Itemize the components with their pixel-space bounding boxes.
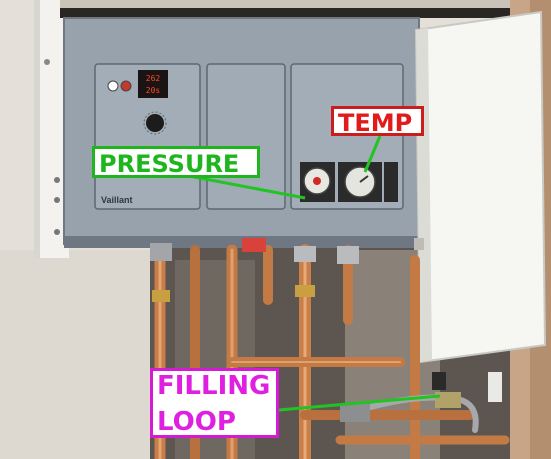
filling-loop-label: FILLING LOOP: [150, 368, 279, 438]
display-digits-bottom: 20s: [146, 86, 161, 95]
pressure-gauge: [300, 162, 335, 202]
open-cover-door: [414, 10, 547, 364]
temp-label-text: TEMP: [338, 109, 413, 137]
filling-loop-label-line1: FILLING: [157, 371, 271, 401]
temperature-gauge: [338, 162, 382, 202]
filling-loop-label-line2: LOOP: [157, 407, 236, 437]
pipe-fittings: [150, 238, 502, 422]
pressure-label-text: PRESSURE: [99, 150, 240, 178]
display-digits-top: 262: [146, 74, 161, 83]
pressure-label: PRESSURE: [92, 146, 260, 178]
temp-label: TEMP: [331, 106, 424, 136]
temp-arrow: [363, 135, 382, 173]
filling-loop-arrow: [278, 394, 441, 412]
brand-logo-text: Vaillant: [101, 195, 133, 205]
